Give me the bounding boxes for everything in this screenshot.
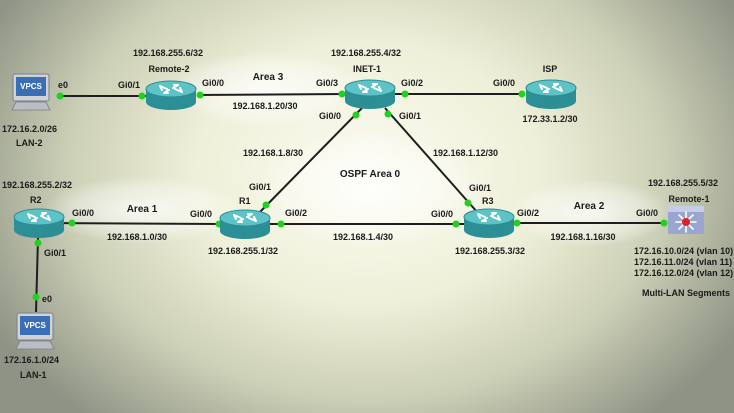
- inet-1-loopback: 192.168.255.4/32: [330, 48, 402, 58]
- subnet-inet1-r3: 192.168.1.12/30: [433, 148, 499, 158]
- remote-1-loopback: 192.168.255.5/32: [647, 178, 719, 188]
- router-icon: [13, 208, 65, 238]
- iface-r1-gi01: Gi0/1: [249, 182, 272, 192]
- area-2-region: [508, 179, 672, 247]
- port-dot: [518, 90, 526, 98]
- lan-2-subnet: 172.16.2.0/26: [2, 124, 58, 134]
- port-dot: [56, 92, 64, 100]
- iface-remote2-gi01: Gi0/1: [118, 80, 141, 90]
- router-icon: [145, 80, 197, 110]
- area-3-label: Area 3: [252, 72, 284, 83]
- remote-1-vlan-10: 172.16.10.0/24 (vlan 10): [634, 246, 734, 256]
- subnet-r3-remote1: 192.168.1.16/30: [550, 232, 616, 242]
- remote-1-caption: Multi-LAN Segments: [641, 288, 731, 298]
- subnet-r2-r1: 192.168.1.0/30: [106, 232, 168, 242]
- iface-r2-gi00: Gi0/0: [72, 208, 95, 218]
- link-inet1-r3[interactable]: [384, 107, 479, 214]
- lan-1-name: LAN-1: [20, 370, 47, 380]
- router-icon: [219, 209, 271, 239]
- iface-inet1-gi03: Gi0/3: [316, 78, 339, 88]
- r2-name: R2: [30, 195, 42, 205]
- iface-remote1-gi00: Gi0/0: [636, 208, 659, 218]
- area-1-label: Area 1: [126, 204, 158, 215]
- router-isp[interactable]: [524, 77, 578, 116]
- port-dot: [401, 90, 409, 98]
- inet-1-name: INET-1: [352, 64, 382, 74]
- vpcs-icon-label: VPCS: [24, 321, 46, 330]
- port-dot: [513, 219, 521, 227]
- port-dot: [338, 90, 346, 98]
- subnet-inet1-r1: 192.168.1.8/30: [243, 148, 304, 158]
- router-icon: [525, 79, 577, 109]
- port-dot: [34, 239, 42, 247]
- port-dot: [32, 293, 40, 301]
- remote-1-vlan-12: 172.16.12.0/24 (vlan 12): [634, 268, 734, 278]
- port-dot: [196, 91, 204, 99]
- iface-r2-gi01: Gi0/1: [44, 248, 67, 258]
- r1-loopback: 192.168.255.1/32: [207, 246, 279, 256]
- router-r2[interactable]: [12, 206, 66, 245]
- iface-inet1-gi02: Gi0/2: [401, 78, 424, 88]
- iface-r3-gi00: Gi0/0: [431, 209, 454, 219]
- link-r2-lan1[interactable]: [35, 237, 39, 313]
- iface-remote2-gi00: Gi0/0: [202, 78, 225, 88]
- router-icon: [463, 208, 515, 238]
- remote-2-name: Remote-2: [148, 64, 190, 74]
- iface-r1-gi00: Gi0/0: [190, 209, 213, 219]
- isp-name: ISP: [542, 64, 558, 74]
- iface-inet1-gi01: Gi0/1: [399, 111, 422, 121]
- lan-2-name: LAN-2: [16, 138, 43, 148]
- vpcs-icon-label: VPCS: [20, 82, 42, 91]
- remote-1-name: Remote-1: [668, 194, 710, 204]
- r3-name: R3: [482, 196, 494, 206]
- r2-loopback: 192.168.255.2/32: [2, 180, 73, 190]
- iface-inet1-gi00: Gi0/0: [319, 111, 342, 121]
- vpcs-lan-1[interactable]: VPCS: [14, 311, 56, 356]
- port-dot: [352, 111, 360, 119]
- area-3-region: [167, 51, 363, 127]
- switch-remote-1[interactable]: [665, 203, 707, 242]
- port-dot: [138, 92, 146, 100]
- pc-icon: [11, 73, 51, 111]
- area-2-label: Area 2: [573, 201, 605, 212]
- remote-1-vlan-11: 172.16.11.0/24 (vlan 11): [634, 257, 733, 267]
- iface-lan2-e0: e0: [58, 80, 69, 90]
- link-inet1-r1[interactable]: [256, 107, 363, 216]
- r1-name: R1: [239, 196, 251, 206]
- lan-1-subnet: 172.16.1.0/24: [4, 355, 60, 365]
- iface-isp-gi00: Gi0/0: [493, 78, 516, 88]
- port-dot: [384, 110, 392, 118]
- port-dot: [464, 199, 472, 207]
- area-0-label: OSPF Area 0: [339, 169, 401, 180]
- port-dot: [262, 201, 270, 209]
- port-dot: [452, 220, 460, 228]
- iface-r1-gi02: Gi0/2: [285, 208, 308, 218]
- multilayer-switch-icon: [668, 206, 704, 234]
- r3-loopback: 192.168.255.3/32: [454, 246, 526, 256]
- pc-icon: [15, 312, 55, 350]
- router-inet-1[interactable]: [343, 77, 397, 116]
- router-icon: [344, 79, 396, 109]
- router-r1[interactable]: [218, 207, 272, 246]
- port-dot: [68, 219, 76, 227]
- link-remote2-inet1[interactable]: [196, 93, 348, 96]
- router-r3[interactable]: [462, 206, 516, 245]
- area-1-region: [44, 176, 240, 244]
- subnet-remote2-inet1: 192.168.1.20/30: [232, 101, 298, 111]
- links: [35, 93, 665, 313]
- iface-lan1-e0: e0: [42, 294, 53, 304]
- subnet-r1-r3: 192.168.1.4/30: [332, 232, 394, 242]
- remote-2-loopback: 192.168.255.6/32: [132, 48, 204, 58]
- iface-r3-gi01: Gi0/1: [469, 183, 492, 193]
- port-dot: [277, 220, 285, 228]
- vpcs-lan-2[interactable]: VPCS: [10, 72, 52, 117]
- iface-r3-gi02: Gi0/2: [517, 208, 540, 218]
- port-dot: [660, 219, 668, 227]
- isp-subnet: 172.33.1.2/30: [522, 114, 578, 124]
- router-remote-2[interactable]: [144, 78, 198, 117]
